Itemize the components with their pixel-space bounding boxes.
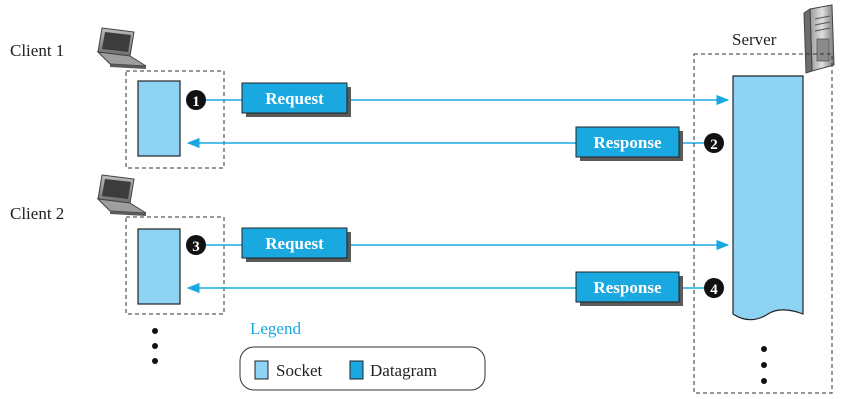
legend-title: Legend — [250, 319, 301, 338]
svg-text:Request: Request — [265, 89, 324, 108]
client-2-socket — [137, 228, 181, 305]
server-socket — [732, 75, 804, 321]
legend-datagram-label: Datagram — [370, 361, 437, 380]
step-4-badge: 4 — [704, 278, 724, 298]
response-2-datagram: Response — [575, 271, 683, 306]
client-1-process-box — [125, 70, 225, 169]
client-2-process-box — [125, 216, 225, 315]
legend-socket-swatch — [254, 360, 269, 380]
svg-text:4: 4 — [710, 282, 718, 298]
request-2-datagram: Request — [241, 227, 351, 262]
step-3-badge: 3 — [186, 235, 206, 255]
svg-text:Request: Request — [265, 234, 324, 253]
svg-text:Response: Response — [593, 133, 661, 152]
step-1-badge: 1 — [186, 90, 206, 110]
server-tower-icon — [803, 4, 835, 74]
client-1-label: Client 1 — [10, 41, 64, 60]
response-1-datagram: Response — [575, 126, 683, 161]
laptop-icon — [96, 27, 147, 69]
svg-text:Response: Response — [593, 278, 661, 297]
request-1-datagram: Request — [241, 82, 351, 117]
svg-text:3: 3 — [192, 239, 200, 255]
server-continuation-ellipsis — [761, 346, 767, 384]
more-clients-ellipsis — [152, 328, 158, 364]
laptop-icon — [96, 174, 147, 216]
svg-text:1: 1 — [192, 94, 200, 110]
server-label: Server — [732, 30, 777, 49]
server-process-box — [693, 53, 833, 394]
legend-datagram-swatch — [349, 360, 364, 380]
legend-socket-label: Socket — [276, 361, 323, 380]
svg-text:2: 2 — [710, 137, 718, 153]
client-2-label: Client 2 — [10, 204, 64, 223]
step-2-badge: 2 — [704, 133, 724, 153]
client-1-socket — [137, 80, 181, 157]
